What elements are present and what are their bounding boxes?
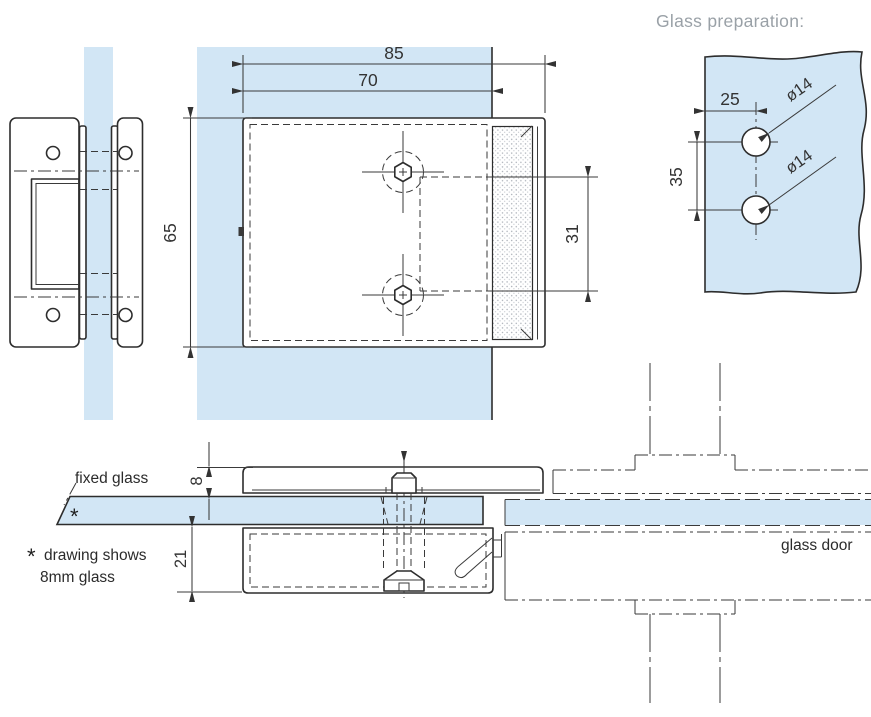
dim-21: 21 [172, 515, 242, 603]
front-gasket-chamfer-top [520, 125, 533, 138]
side-hole-left-bottom [45, 307, 61, 323]
dim-21-text: 21 [172, 550, 190, 568]
section-door-fitting-top-phantom [552, 363, 871, 494]
side-left-plate [9, 117, 80, 348]
dim-8-text: 8 [188, 476, 206, 485]
dim-65-text: 65 [160, 223, 180, 242]
front-gasket-chamfer-bottom [520, 328, 533, 341]
section-bottom-plate-hidden [249, 533, 487, 588]
section-clamp-bolt [380, 450, 428, 598]
front-hex-bolt-lower [362, 254, 444, 336]
section-view: * [27, 363, 871, 703]
dim-85-text: 85 [384, 43, 403, 63]
side-hole-right-top [118, 145, 133, 161]
front-gasket-strip [491, 125, 534, 341]
front-left-notch [238, 227, 244, 236]
side-hole-left-top [45, 145, 61, 161]
side-right-plate [116, 117, 144, 348]
label-fixed-glass: fixed glass [75, 470, 148, 487]
section-door-fitting-bottom-phantom [504, 531, 871, 703]
footnote-line1: drawing shows [44, 547, 147, 564]
footnote-asterisk: * [27, 544, 36, 569]
section-bottom-plate [242, 527, 494, 594]
side-view [9, 47, 144, 420]
dim-70: 70 [231, 70, 504, 95]
dim-35-text: 35 [666, 167, 686, 186]
footnote-line2: 8mm glass [40, 569, 115, 586]
front-view: 85 70 65 31 [160, 43, 598, 420]
front-hex-bolt-upper [362, 131, 444, 213]
dim-25-text: 25 [720, 89, 739, 109]
footnote: * drawing shows 8mm glass [27, 544, 147, 586]
front-body-hidden-outline [249, 124, 488, 341]
prep-hole-bottom [741, 195, 771, 225]
glass-preparation-title: Glass preparation: [656, 11, 804, 31]
section-spring-hook [454, 537, 493, 579]
dim-8: 8 [188, 442, 253, 520]
dim-25: 25 [693, 89, 768, 115]
side-clamp-strip-left [78, 125, 87, 340]
dim-85: 85 [231, 43, 557, 113]
section-door-glass [505, 499, 871, 525]
prep-hole-top [741, 127, 771, 157]
section-fixed-glass-break [63, 482, 77, 506]
dim-70-text: 70 [358, 70, 378, 90]
side-view-glass-pane [84, 47, 113, 420]
dim-65: 65 [160, 106, 252, 359]
dim-35: 35 [666, 130, 701, 222]
glass-preparation-view: Glass preparation: 25 35 ø14 ø14 [656, 11, 868, 295]
side-hole-right-bottom [118, 307, 133, 323]
section-fixed-glass [55, 495, 484, 526]
label-glass-door: glass door [781, 537, 853, 554]
section-glass-asterisk: * [70, 504, 79, 529]
dim-31-text: 31 [562, 224, 582, 243]
dim-31: 31 [562, 165, 592, 303]
